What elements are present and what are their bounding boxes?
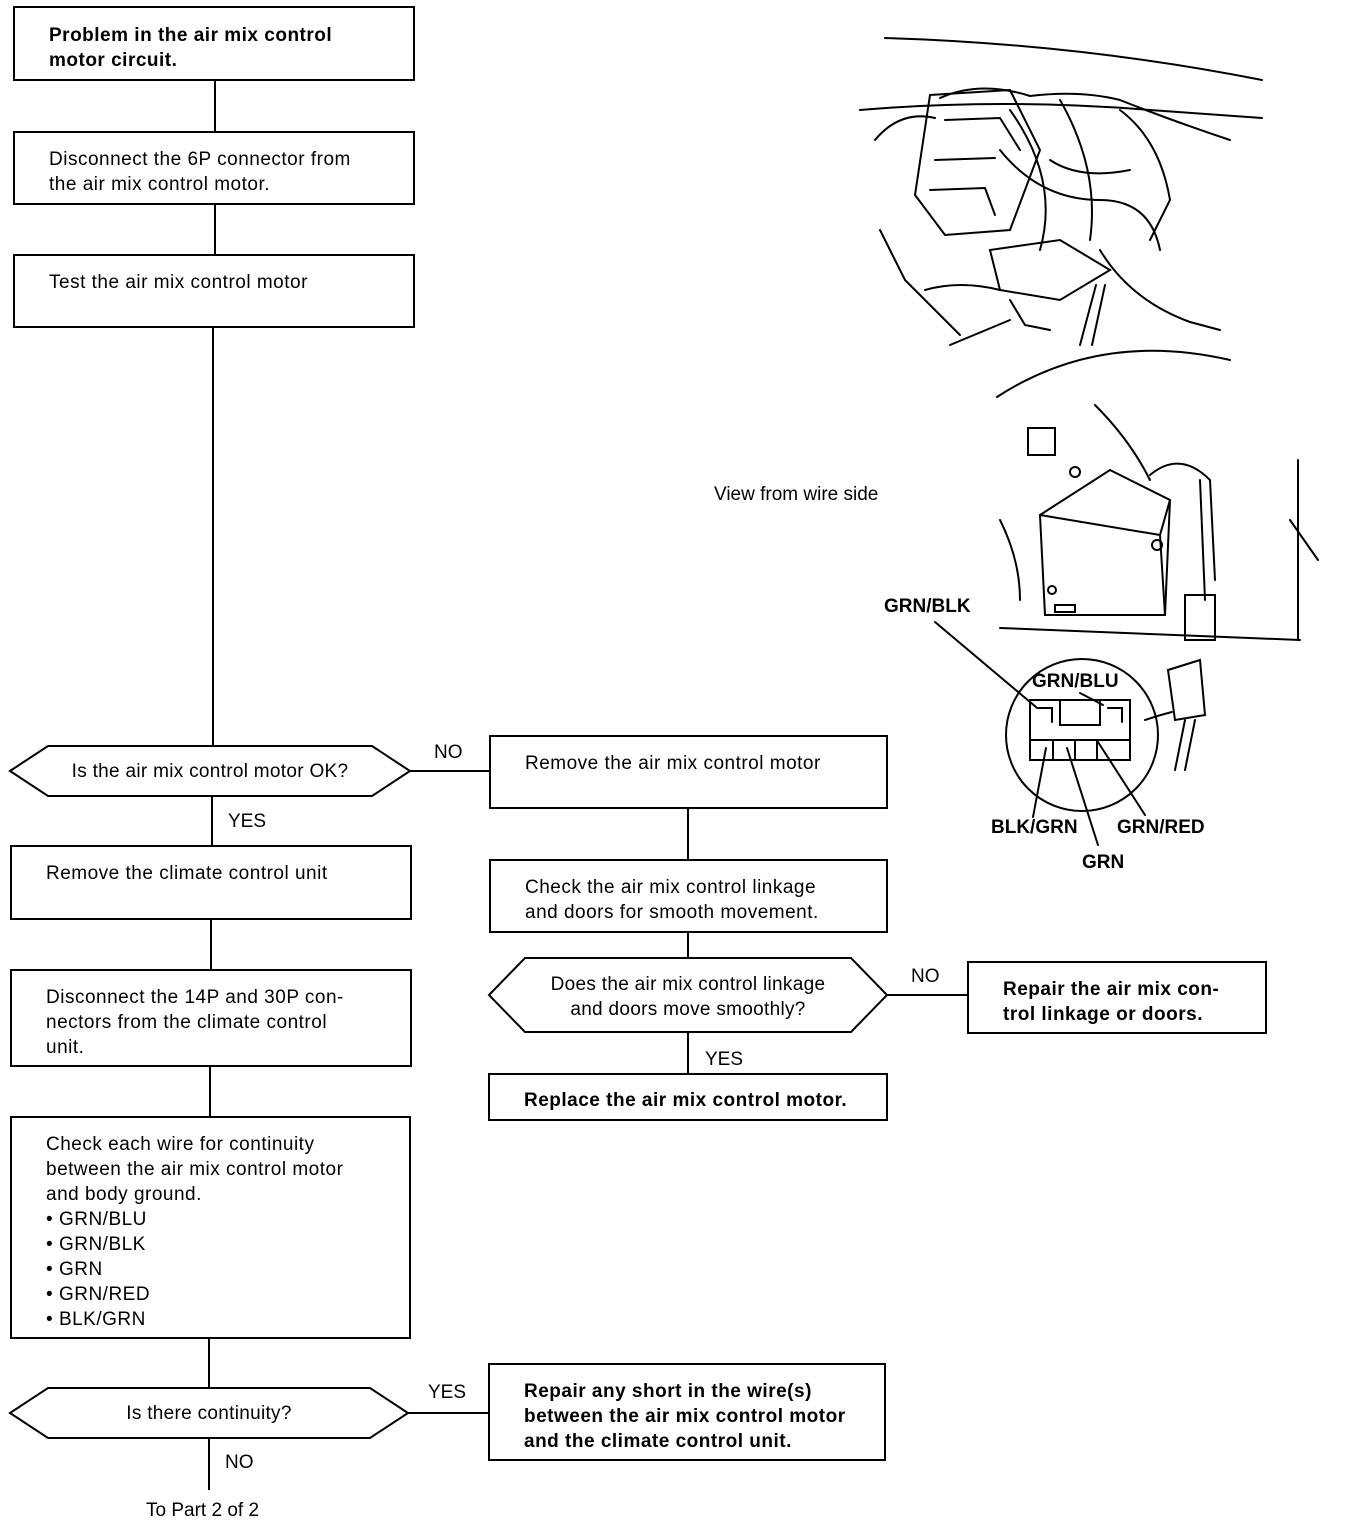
wire-label-grn-red: GRN/RED (1117, 817, 1205, 838)
step-check-continuity: Check each wire for continuity between t… (10, 1116, 411, 1339)
wire-label-grn: GRN (1082, 852, 1125, 873)
continuation-label: To Part 2 of 2 (146, 1500, 260, 1521)
step-text: motor circuit. (49, 50, 178, 71)
decision-linkage-shape (487, 957, 889, 1033)
step-text: Test the air mix control motor (49, 272, 308, 293)
step-text: between the air mix control motor (524, 1406, 846, 1427)
step-repair-linkage: Repair the air mix con- trol linkage or … (967, 961, 1267, 1034)
branch-label-no: NO (911, 966, 940, 987)
step-text: Check each wire for continuity (46, 1134, 315, 1155)
step-text: Disconnect the 14P and 30P con- (46, 987, 344, 1008)
decision-continuity: Is there continuity? (126, 1403, 292, 1424)
step-text: Disconnect the 6P connector from (49, 149, 351, 170)
step-text: and doors for smooth movement. (525, 902, 819, 923)
decision-continuity-shape (8, 1387, 410, 1439)
step-text: the air mix control motor. (49, 174, 271, 195)
wire-label-grn-blk: GRN/BLK (884, 596, 971, 617)
step-text: Remove the climate control unit (46, 863, 328, 884)
wire-list: GRN/BLU GRN/BLK GRN GRN/RED BLK/GRN (46, 1207, 393, 1332)
wire-label-grn-blu: GRN/BLU (1032, 671, 1119, 692)
decision-text: Does the air mix control linkage (550, 974, 826, 995)
step-text: nectors from the climate control (46, 1012, 328, 1033)
step-repair-short: Repair any short in the wire(s) between … (488, 1363, 886, 1461)
connector-magnifier (1005, 658, 1159, 812)
control-unit-illustration (934, 404, 1319, 846)
step-disconnect-14p: Disconnect the 14P and 30P con- nectors … (10, 969, 412, 1067)
branch-label-no: NO (434, 742, 463, 763)
step-text: Repair the air mix con- (1003, 979, 1220, 1000)
decision-text: and doors move smoothly? (570, 999, 806, 1020)
step-text: Problem in the air mix control (49, 25, 333, 46)
step-text: Check the air mix control linkage (525, 877, 817, 898)
decision-motor-ok: Is the air mix control motor OK? (71, 761, 349, 782)
wire-label-blk-grn: BLK/GRN (991, 817, 1078, 838)
branch-label-yes: YES (228, 811, 267, 832)
wire-list-item: GRN/BLU (46, 1207, 393, 1232)
step-text: and body ground. (46, 1184, 202, 1205)
step-disconnect-6p: Disconnect the 6P connector from the air… (13, 131, 415, 205)
step-check-linkage: Check the air mix control linkage and do… (489, 859, 888, 933)
branch-label-yes: YES (428, 1382, 467, 1403)
view-label: View from wire side (714, 484, 879, 505)
step-test-motor: Test the air mix control motor (13, 254, 415, 328)
dashboard-harness-illustration (859, 37, 1263, 398)
decision-motor-ok-shape (8, 745, 412, 797)
branch-label-no: NO (225, 1452, 254, 1473)
step-remove-motor: Remove the air mix control motor (489, 735, 888, 809)
wire-list-item: GRN/BLK (46, 1232, 393, 1257)
wire-list-item: GRN/RED (46, 1282, 393, 1307)
step-text: Replace the air mix control motor. (524, 1090, 848, 1111)
step-text: Repair any short in the wire(s) (524, 1381, 812, 1402)
step-text: and the climate control unit. (524, 1431, 792, 1452)
branch-label-yes: YES (705, 1049, 744, 1070)
step-text: Remove the air mix control motor (525, 753, 821, 774)
step-problem: Problem in the air mix control motor cir… (13, 6, 415, 81)
step-text: between the air mix control motor (46, 1159, 344, 1180)
decision-linkage: Does the air mix control linkage and doo… (525, 972, 851, 1022)
step-text: unit. (46, 1037, 85, 1058)
step-replace-motor: Replace the air mix control motor. (488, 1073, 888, 1121)
step-remove-ccu: Remove the climate control unit (10, 845, 412, 920)
wire-list-item: BLK/GRN (46, 1307, 393, 1332)
step-text: trol linkage or doors. (1003, 1004, 1203, 1025)
wire-list-item: GRN (46, 1257, 393, 1282)
